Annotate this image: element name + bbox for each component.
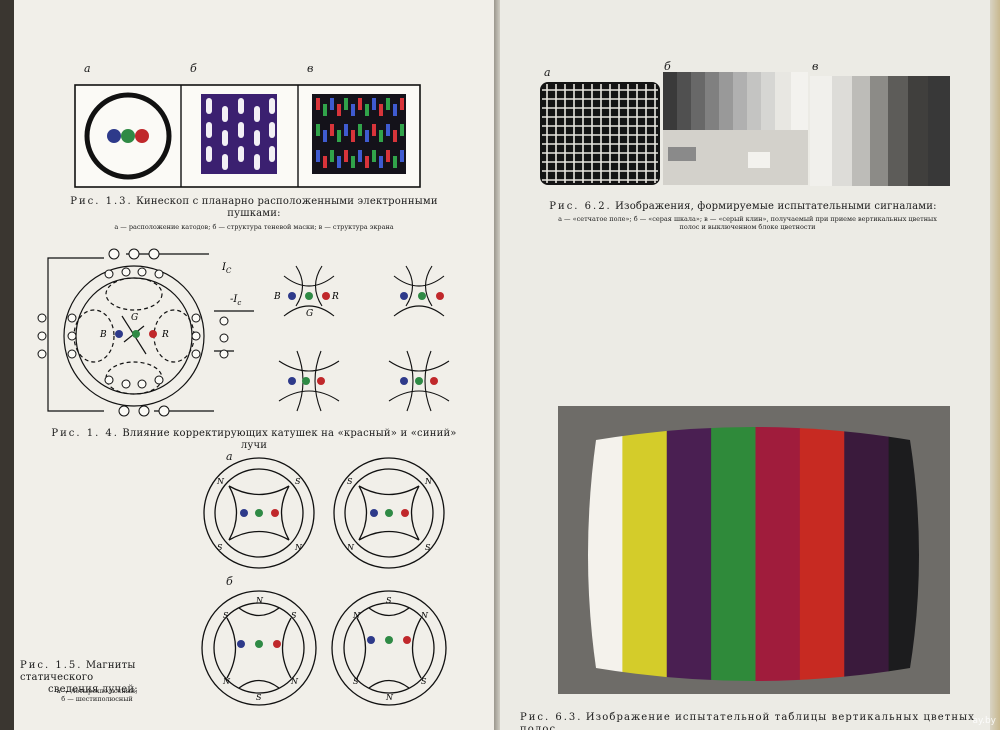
fig-1-3-label-a: а: [84, 62, 91, 75]
fig-1-5-b2-n-tl: N: [352, 611, 361, 620]
fig-6-3-caption: Рис. 6.3. Изображение испытательной табл…: [520, 712, 990, 730]
book-spine: [494, 0, 500, 730]
fig-6-3-caption-prefix: Рис. 6.3.: [520, 712, 583, 723]
fig-1-5-a2-s-top: S: [347, 477, 353, 486]
fig-6-2-sub-line1: а — «сетчатое поле»; б — «серая шкала»; …: [558, 215, 937, 223]
fig-1-3-caption-prefix: Рис. 1.3.: [70, 196, 133, 207]
fig-1-4-label-r-main: R: [161, 330, 169, 340]
fig-1-3-caption-text: Кинескоп с планарно расположенными элект…: [136, 196, 438, 219]
fig-1-4-caption: Рис. 1. 4. Влияние корректирующих катуше…: [44, 428, 464, 452]
fig-6-2-label-c: в: [812, 60, 819, 73]
fig-1-4-label-b-main: B: [99, 330, 107, 340]
fig-1-4-caption-line2: лучи: [240, 440, 268, 451]
color-bar-5: [755, 427, 801, 681]
fig-6-2-caption-prefix: Рис. 6.2.: [549, 201, 612, 212]
fig-6-2-sub-line2: полос и выключенном блоке цветности: [679, 223, 816, 231]
fig-1-5-caption: Рис. 1.5. Магниты статического сведения …: [20, 660, 200, 696]
fig-6-2-caption: Рис. 6.2. Изображения, формируемые испыт…: [508, 201, 978, 213]
fig-6-3-color-bars: [558, 406, 950, 694]
fig-6-2-test-images: [540, 72, 950, 186]
fig-1-3-subcaption: а — расположение катодов; б — структура …: [114, 223, 394, 231]
fig-1-5-b2-s-top: S: [386, 596, 392, 605]
fig-1-4-label-g-small: G: [306, 309, 313, 319]
fig-1-5-b2-s-br: S: [421, 677, 427, 686]
left-page: а б в Рис. 1.3. Кинескоп с планарно расп…: [14, 0, 494, 730]
fig-1-5-b1-s-bottom: S: [256, 693, 262, 702]
fig-1-4-label-b-small: B: [273, 292, 281, 302]
color-bar-4: [711, 427, 756, 681]
fig-1-4-caption-prefix: Рис. 1. 4.: [51, 428, 119, 439]
fig-1-3-label-b: б: [190, 62, 197, 75]
color-bar-2: [622, 427, 668, 681]
fig-1-5-label-b: б: [226, 575, 233, 588]
fig-1-4-caption-line1: Влияние корректирующих катушек на «красн…: [122, 428, 457, 439]
fig-1-5-label-a: а: [226, 450, 233, 463]
fig-1-5-a2-n-top: N: [424, 477, 433, 486]
fig-1-5-caption-line1: Магниты статического: [20, 660, 136, 683]
book-edge: [990, 0, 1000, 730]
fig-1-5-a1-s-top: S: [295, 477, 301, 486]
color-bar-7: [844, 427, 890, 681]
fig-6-3-caption-text: Изображение испытательной таблицы вертик…: [520, 712, 975, 730]
fig-1-5-b1-s-tr: S: [291, 611, 297, 620]
fig-1-5-b1-n-bl: N: [222, 677, 231, 686]
fig-1-5-b1-n-br: N: [290, 677, 299, 686]
fig-6-2-caption-text: Изображения, формируемые испытательными …: [615, 201, 937, 212]
color-bar-6: [799, 427, 845, 681]
color-bar-1: [588, 427, 623, 681]
fig-1-5-a2-s-bottom: S: [425, 543, 431, 552]
fig-1-5-caption-prefix: Рис. 1.5.: [20, 660, 83, 671]
fig-1-5-b2-n-tr: N: [420, 611, 429, 620]
fig-1-3-caption: Рис. 1.3. Кинескоп с планарно расположен…: [54, 196, 454, 220]
fig-1-4-label-r-small: R: [331, 292, 339, 302]
fig-1-5-sub-line1: а — четырехполюсный;: [56, 687, 138, 695]
fig-6-2-label-a: а: [544, 66, 551, 79]
fig-1-5-caption-line2: сведения лучей:: [48, 684, 138, 695]
fig-1-4-label-g-main: G: [131, 313, 138, 323]
fig-1-5-sub-line2: б — шестиполюсный: [61, 695, 133, 703]
fig-6-2-subcaption: а — «сетчатое поле»; б — «серая шкала»; …: [510, 215, 985, 231]
fig-1-5-a1-n-top: N: [216, 477, 225, 486]
color-bar-3: [666, 427, 712, 681]
fig-1-5-a2-n-bottom: N: [346, 543, 355, 552]
right-page: а б в Рис. 6.2. Изображения, формируемые…: [500, 0, 990, 730]
fig-1-4-label-ic: IC: [221, 262, 232, 275]
fig-1-5-b1-n-top: N: [255, 596, 264, 605]
fig-1-3-label-c: в: [307, 62, 314, 75]
fig-1-5-a1-s-bottom: S: [217, 543, 223, 552]
fig-1-5-a1-n-bottom: N: [294, 543, 303, 552]
fig-1-5-subcaption: а — четырехполюсный; б — шестиполюсный: [22, 687, 172, 703]
fig-1-5-b2-n-bottom: N: [385, 693, 394, 702]
fig-1-3-illustration: [74, 84, 421, 188]
fig-1-5-b2-s-bl: S: [353, 677, 359, 686]
color-bar-8: [888, 427, 919, 681]
fig-6-3-bars: [588, 427, 919, 681]
watermark: ay.by: [972, 716, 996, 726]
fig-1-5-magnets: N S S N S N N S S N S N S N N S N S N S: [201, 457, 447, 706]
fig-6-2-label-b: б: [664, 60, 671, 73]
fig-1-4-label-neg-ic: -Ic: [230, 294, 241, 307]
fig-1-5-b1-s-tl: S: [223, 611, 229, 620]
fig-1-4-diagram: B G R IC -Ic B R G: [37, 248, 450, 417]
